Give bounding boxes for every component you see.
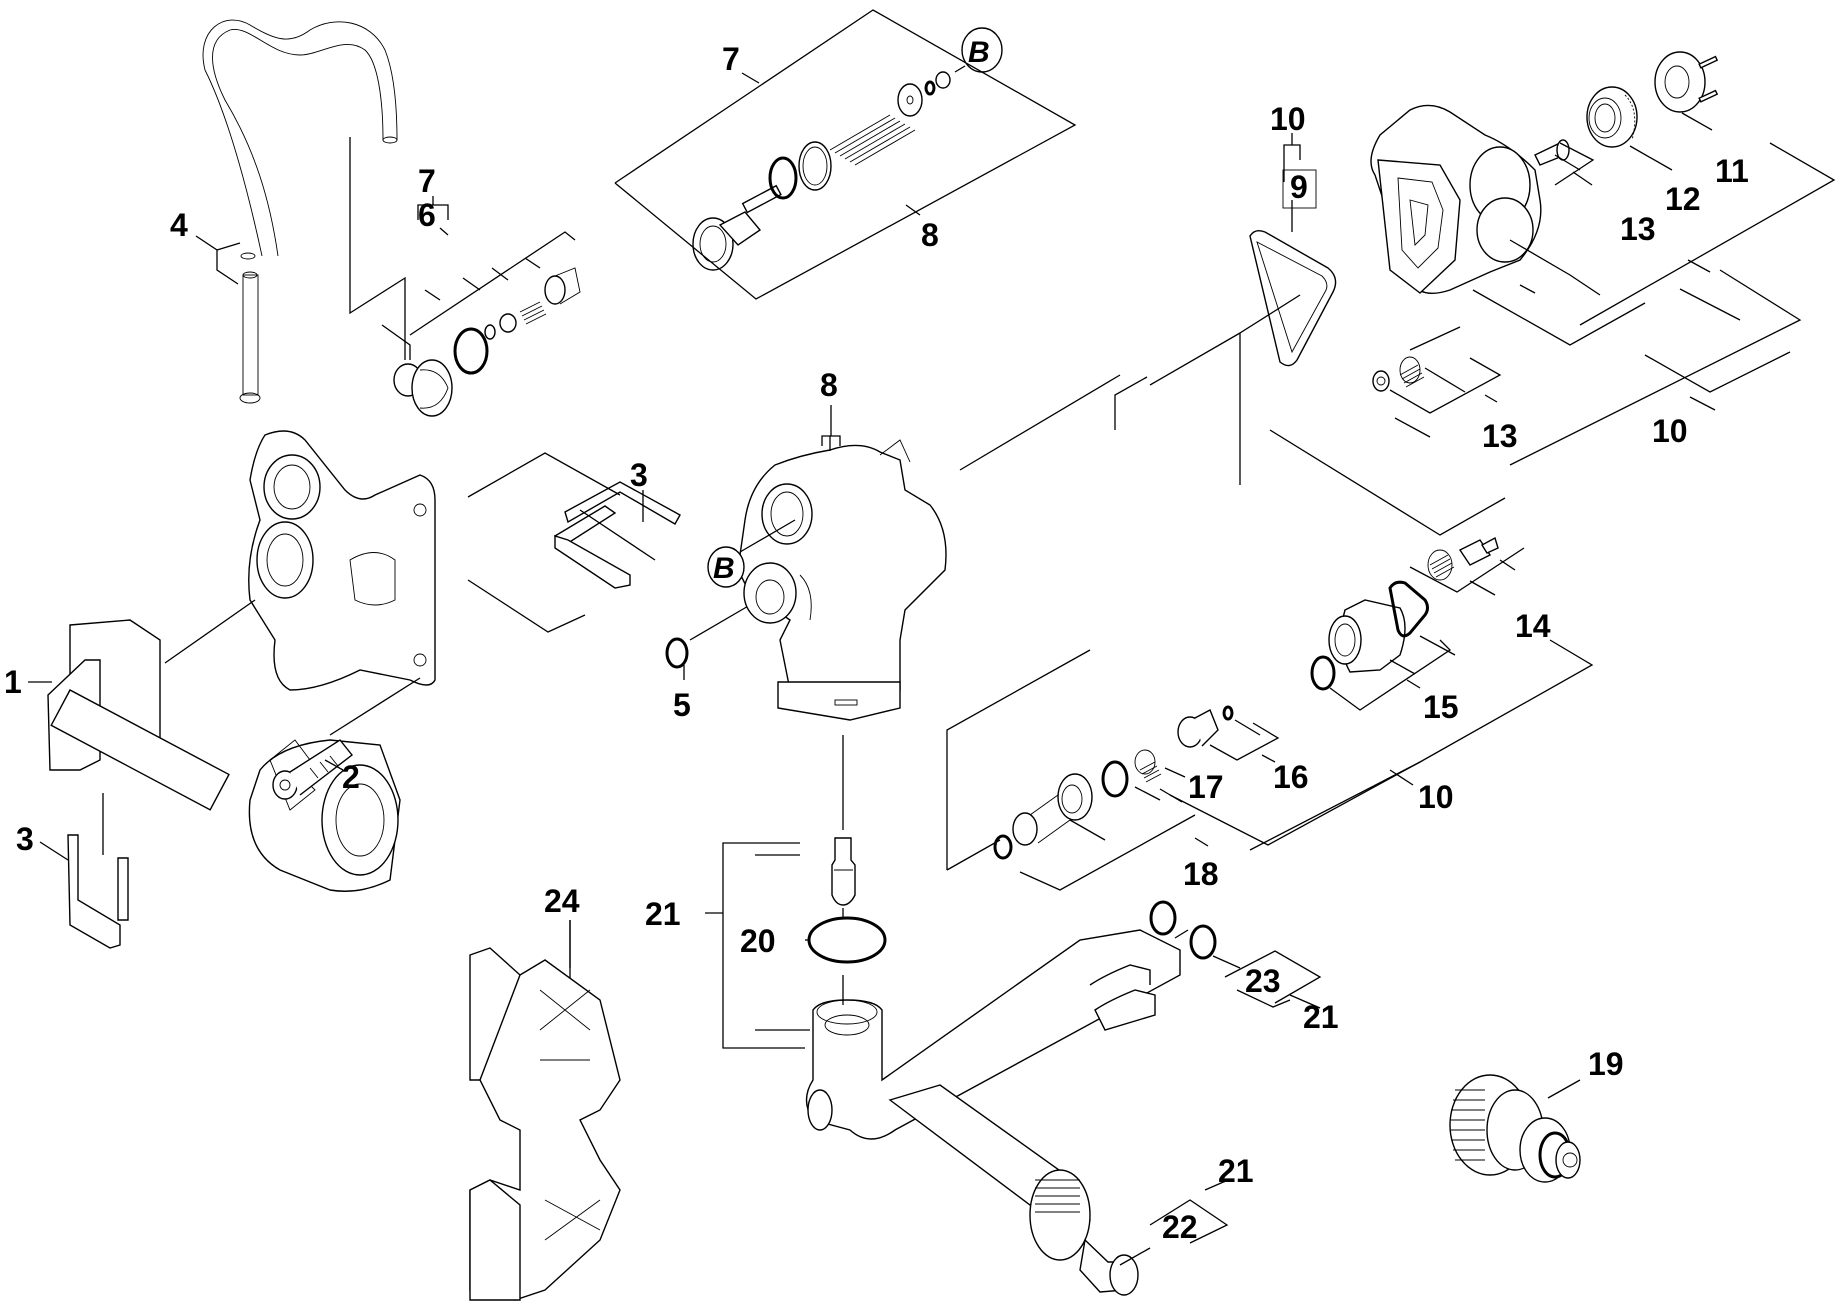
part-17-spring[interactable] [1134, 749, 1162, 783]
callout-24[interactable]: 24 [544, 883, 580, 919]
callout-18[interactable]: 18 [1183, 856, 1219, 892]
part-3-clip-upper[interactable] [553, 481, 681, 589]
part-3-clip-lower[interactable] [67, 834, 129, 949]
leader-lines-10-13-12-11 [1472, 112, 1836, 466]
callout-21-left[interactable]: 21 [645, 896, 681, 932]
callout-13-upper[interactable]: 13 [1620, 211, 1656, 247]
part-15-plug[interactable] [1310, 580, 1429, 691]
reference-marker-b-center: B [713, 552, 735, 585]
leader-lines-13-lower [1389, 326, 1502, 438]
part-7-valve-kit[interactable] [692, 71, 951, 271]
leader-lines-5 [683, 604, 751, 680]
part-21-nipple[interactable] [831, 837, 856, 906]
callout-21-right[interactable]: 21 [1303, 999, 1339, 1035]
callout-8-top[interactable]: 8 [921, 217, 939, 253]
callout-10-lower[interactable]: 10 [1418, 779, 1454, 815]
part-13-valve-lower[interactable] [1372, 356, 1425, 392]
part-16-check-valve[interactable] [1177, 705, 1234, 748]
leader-lines-9-10 [959, 133, 1301, 485]
part-8-valve-housing[interactable] [738, 439, 947, 721]
leader-lines-10-assembly [1114, 376, 1506, 536]
callout-17[interactable]: 17 [1188, 769, 1224, 805]
callout-2[interactable]: 2 [342, 759, 360, 795]
leader-lines-19 [1547, 1079, 1581, 1099]
callout-19[interactable]: 19 [1588, 1046, 1624, 1082]
part-20-o-ring[interactable] [807, 916, 887, 964]
leader-lines-8-center [821, 405, 844, 830]
part-21-water-inlet[interactable] [805, 929, 1181, 1261]
part-4-hose[interactable] [202, 19, 398, 404]
part-22-filter[interactable] [1079, 1238, 1139, 1296]
callout-9[interactable]: 9 [1290, 169, 1308, 205]
leader-lines-3-lower [39, 793, 104, 861]
leader-lines-7-8 [614, 9, 1077, 300]
leader-lines-1 [28, 599, 256, 683]
callout-21-bottom[interactable]: 21 [1218, 1153, 1254, 1189]
part-23-o-rings[interactable] [1149, 900, 1217, 960]
callout-10-top[interactable]: 10 [1270, 101, 1306, 137]
callout-23[interactable]: 23 [1245, 963, 1281, 999]
callout-1[interactable]: 1 [4, 664, 22, 700]
leader-lines-6-7 [381, 196, 576, 360]
part-5-o-ring[interactable] [665, 637, 689, 669]
callout-3-lower[interactable]: 3 [16, 821, 34, 857]
part-1-bracket[interactable] [47, 619, 401, 892]
ref-marker-b-top: B [954, 27, 1003, 73]
callout-14[interactable]: 14 [1515, 608, 1551, 644]
part-12-bearing[interactable] [1586, 86, 1638, 148]
part-11-cap[interactable] [1654, 51, 1719, 113]
part-14-spring-set[interactable] [1427, 536, 1499, 581]
callout-7-upper-left[interactable]: 7 [418, 163, 436, 199]
callout-12[interactable]: 12 [1665, 181, 1701, 217]
callout-16[interactable]: 16 [1273, 759, 1309, 795]
callout-11[interactable]: 11 [1715, 153, 1749, 189]
callout-8-center[interactable]: 8 [820, 367, 838, 403]
part-13-valve-upper[interactable] [1534, 139, 1570, 166]
leader-lines-2 [324, 677, 421, 771]
callout-10-right[interactable]: 10 [1652, 413, 1688, 449]
leader-lines-16-17-18 [946, 649, 1421, 891]
callout-7-top[interactable]: 7 [722, 41, 740, 77]
callout-4[interactable]: 4 [170, 207, 188, 243]
callout-3-upper[interactable]: 3 [630, 457, 648, 493]
leader-lines-14-15 [1249, 547, 1594, 851]
callout-22[interactable]: 22 [1162, 1209, 1198, 1245]
reference-marker-b: B [968, 36, 990, 69]
part-6-valve-set[interactable] [393, 267, 581, 417]
ref-marker-b-center: B [707, 519, 796, 588]
part-18-piston[interactable] [993, 760, 1129, 860]
callout-15[interactable]: 15 [1423, 689, 1459, 725]
part-10-cylinder-head[interactable] [1370, 104, 1542, 294]
leader-lines-4 [195, 137, 406, 360]
part-9-seal[interactable] [1249, 229, 1337, 367]
part-24-holder[interactable] [469, 947, 621, 1301]
callout-13-lower[interactable]: 13 [1482, 418, 1518, 454]
callout-9-box [1282, 169, 1317, 209]
leader-lines-3-upper [467, 452, 656, 633]
part-1-housing[interactable] [248, 430, 436, 691]
callout-20[interactable]: 20 [740, 923, 776, 959]
part-19-coupling[interactable] [1449, 1074, 1581, 1183]
callout-5[interactable]: 5 [673, 687, 691, 723]
callout-6[interactable]: 6 [418, 197, 436, 233]
part-2-screw[interactable] [272, 739, 353, 800]
